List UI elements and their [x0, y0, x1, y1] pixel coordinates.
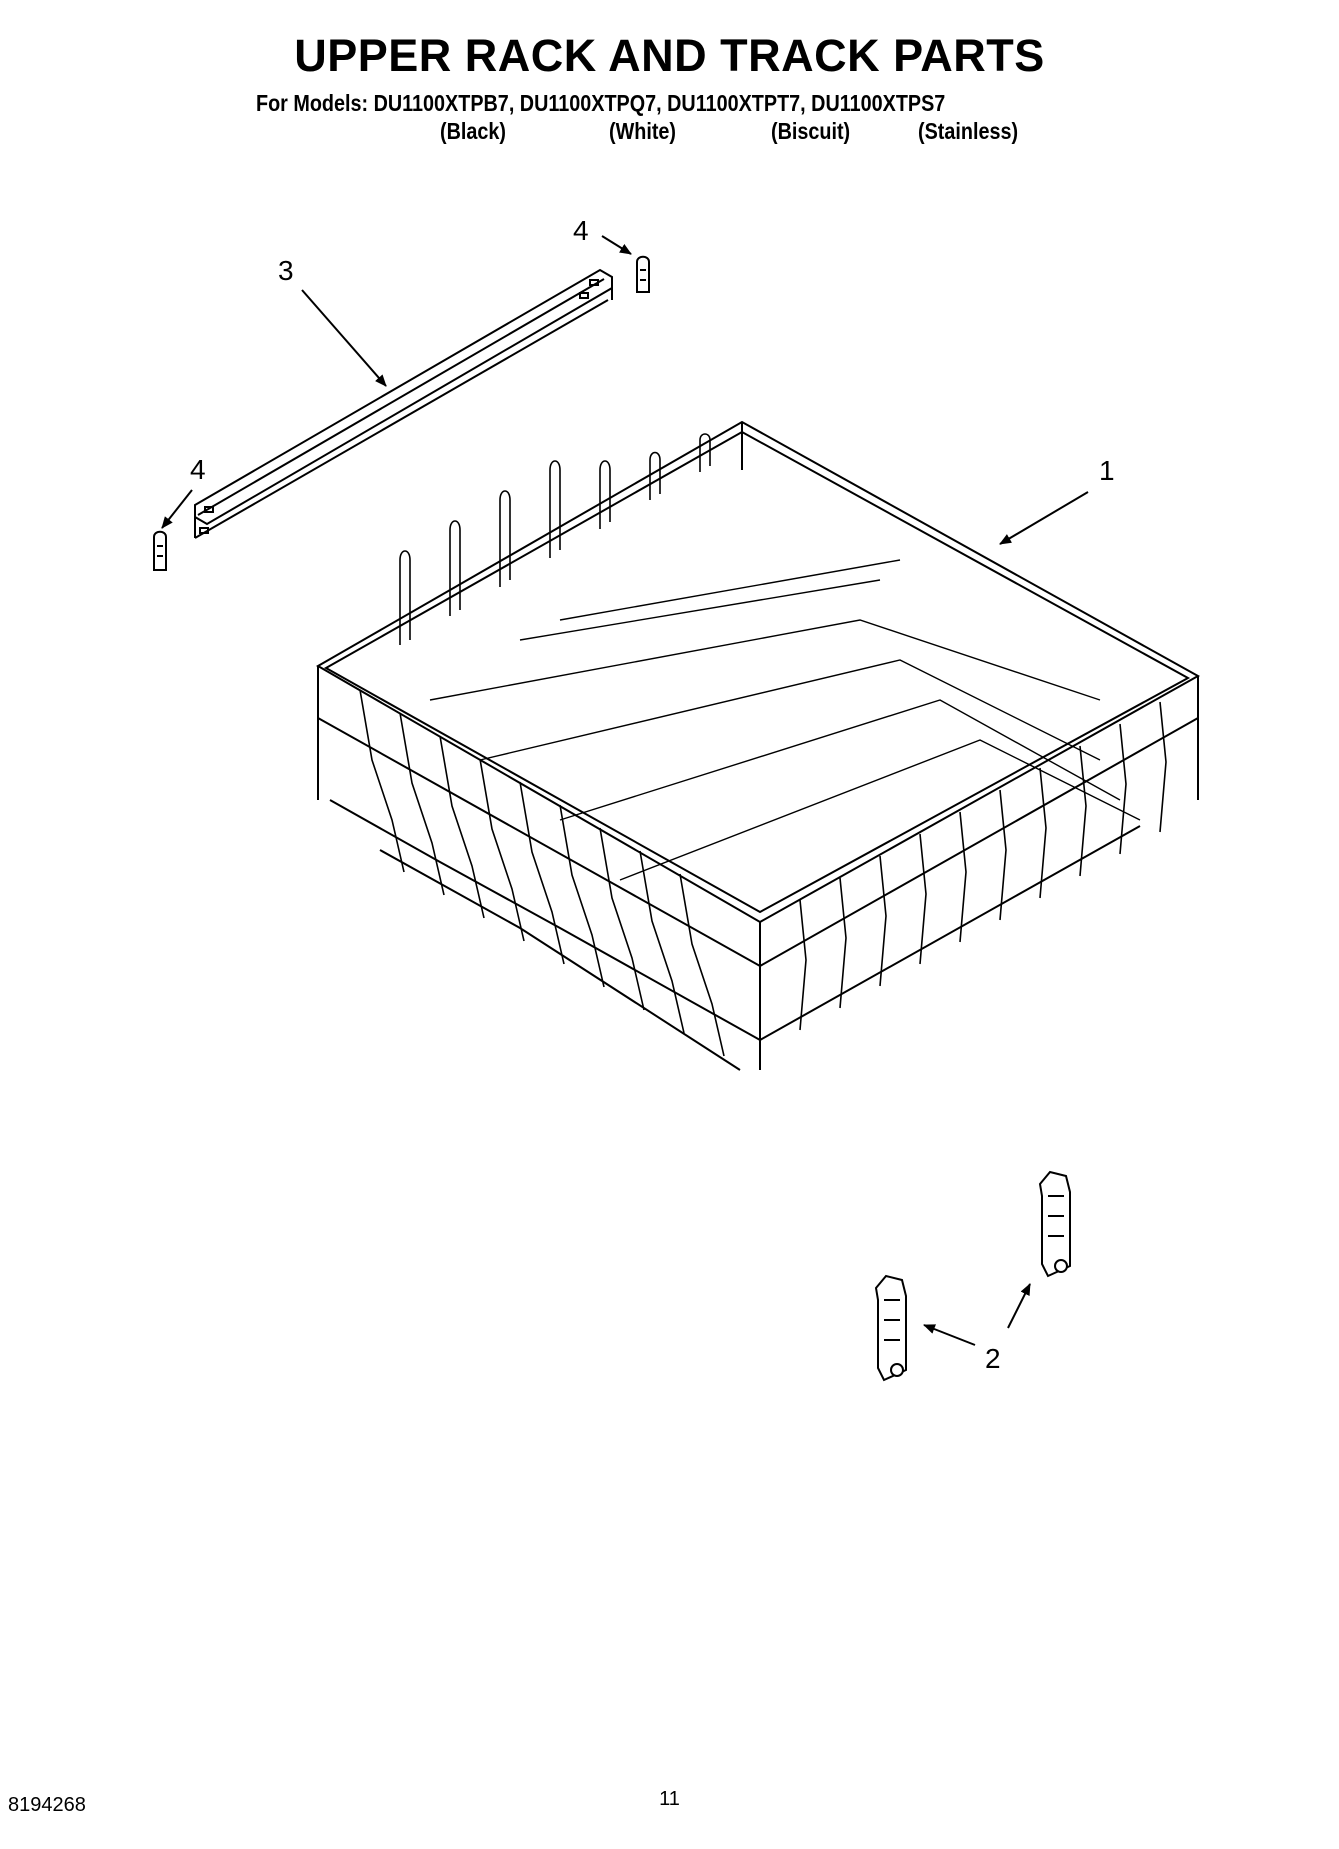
roller-clip-part-upper: [1038, 1170, 1071, 1278]
page-title: UPPER RACK AND TRACK PARTS: [294, 30, 1045, 81]
callout-4-top: 4: [573, 215, 589, 246]
track-part: [194, 268, 613, 539]
leader-line-2a: [923, 1324, 976, 1346]
leader-line-1: [999, 491, 1089, 545]
end-cap-part-left: [153, 530, 167, 571]
callout-3: 3: [278, 255, 294, 286]
end-cap-part-top: [636, 255, 650, 293]
callout-4-left: 4: [190, 454, 206, 485]
rack-tines-back: [399, 433, 711, 645]
roller-clip-part-lower: [874, 1274, 907, 1382]
rack-tines-right: [799, 701, 1167, 1031]
leader-line-4b: [161, 489, 193, 529]
leader-line-2b: [1007, 1283, 1031, 1329]
leader-lines: [161, 235, 1089, 1346]
page-number: 11: [659, 1788, 680, 1810]
finish-biscuit: (Biscuit): [771, 118, 851, 144]
upper-rack-part: [315, 420, 1201, 1071]
leader-line-4a: [601, 235, 632, 255]
finish-stainless: (Stainless): [918, 118, 1019, 144]
rack-inner-wires: [429, 559, 1141, 881]
document-number: 8194268: [8, 1794, 86, 1816]
leader-line-3: [301, 289, 387, 387]
model-list: For Models: DU1100XTPB7, DU1100XTPQ7, DU…: [256, 90, 946, 116]
callout-2: 2: [985, 1343, 1001, 1374]
callout-1: 1: [1099, 455, 1115, 486]
finish-white: (White): [609, 118, 677, 144]
rack-tines-left: [359, 689, 725, 1057]
finish-black: (Black): [440, 118, 506, 144]
